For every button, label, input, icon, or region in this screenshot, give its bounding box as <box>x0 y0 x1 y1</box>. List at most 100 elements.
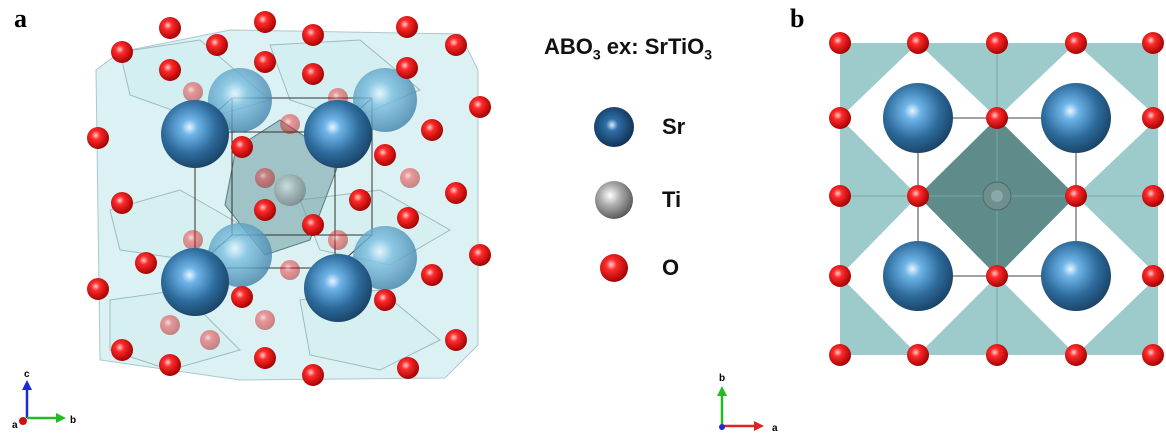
perovskite-3d-structure <box>87 11 491 386</box>
o-atom <box>400 168 420 188</box>
o-atom <box>986 344 1008 366</box>
o-atom <box>1142 185 1164 207</box>
o-atom <box>302 24 324 46</box>
o-atom <box>829 107 851 129</box>
legend-label-ti: Ti <box>662 187 682 212</box>
o-atom <box>469 96 491 118</box>
o-atom <box>829 32 851 54</box>
o-atom <box>302 214 324 236</box>
o-atom <box>421 119 443 141</box>
o-atom <box>421 264 443 286</box>
o-atom <box>397 207 419 229</box>
axis-label-a: a <box>12 420 18 431</box>
o-atom <box>280 260 300 280</box>
o-atom <box>445 182 467 204</box>
axis-label-b: b <box>70 415 76 426</box>
o-atom <box>1065 32 1087 54</box>
sr-atom <box>161 100 229 168</box>
o-atom <box>1142 344 1164 366</box>
o-atom <box>349 189 371 211</box>
axes-indicator-b: b a <box>717 373 778 434</box>
legend-sr-swatch <box>594 107 634 147</box>
o-atoms-grid <box>829 32 1164 366</box>
legend-title-prefix: ABO <box>544 34 593 59</box>
o-atom <box>255 310 275 330</box>
o-atom <box>445 34 467 56</box>
o-atom <box>280 114 300 134</box>
o-atoms-front <box>87 11 491 386</box>
panel-label-a: a <box>14 4 27 33</box>
legend-title-sub2: 3 <box>704 46 713 63</box>
legend-title-sub1: 3 <box>592 46 601 63</box>
o-atom <box>111 339 133 361</box>
ti-atom <box>274 174 306 206</box>
o-atom <box>302 63 324 85</box>
o-atom <box>160 315 180 335</box>
o-atom <box>829 185 851 207</box>
axis-label-c: c <box>24 369 30 380</box>
o-atom <box>907 32 929 54</box>
o-atom <box>396 57 418 79</box>
legend-title-mid: ex: SrTiO <box>600 34 705 59</box>
o-atom <box>183 230 203 250</box>
legend-title: ABO3 ex: SrTiO3 <box>544 34 712 62</box>
o-atom <box>231 136 253 158</box>
o-atom <box>374 144 396 166</box>
o-atom <box>183 82 203 102</box>
o-atom <box>254 199 276 221</box>
o-atom <box>254 347 276 369</box>
o-atom <box>159 17 181 39</box>
sr-atom <box>208 68 272 132</box>
o-atom <box>986 32 1008 54</box>
legend-o-swatch <box>600 254 628 282</box>
legend-label-sr: Sr <box>662 114 686 139</box>
o-atom <box>254 51 276 73</box>
o-atom <box>87 127 109 149</box>
o-atom <box>445 329 467 351</box>
sr-atom <box>1041 241 1111 311</box>
o-atom <box>829 265 851 287</box>
o-atom <box>231 286 253 308</box>
o-atom <box>302 364 324 386</box>
o-atom <box>986 107 1008 129</box>
o-atom <box>986 265 1008 287</box>
o-atom <box>111 41 133 63</box>
o-atom <box>907 344 929 366</box>
o-atom <box>135 252 157 274</box>
o-atom <box>1142 32 1164 54</box>
o-atom <box>907 185 929 207</box>
axis-label-b2: b <box>719 373 725 384</box>
ti-atom-inner <box>991 190 1003 202</box>
sr-atom <box>353 226 417 290</box>
perovskite-top-view <box>829 32 1164 366</box>
o-atom <box>1142 265 1164 287</box>
o-atom <box>206 34 228 56</box>
o-atom <box>254 11 276 33</box>
o-atom <box>374 289 396 311</box>
o-atom <box>159 354 181 376</box>
legend-label-o: O <box>662 255 680 280</box>
sr-atom <box>1041 83 1111 153</box>
o-atom <box>255 168 275 188</box>
o-atom <box>111 192 133 214</box>
sr-atom <box>883 241 953 311</box>
sr-atom <box>353 68 417 132</box>
o-atom <box>396 16 418 38</box>
axis-label-a2: a <box>772 423 778 434</box>
o-atom <box>200 330 220 350</box>
legend-ti-swatch <box>595 181 633 219</box>
sr-atom <box>883 83 953 153</box>
panel-label-b: b <box>790 4 805 33</box>
o-atom <box>1065 185 1087 207</box>
o-atom <box>328 230 348 250</box>
o-atom <box>397 357 419 379</box>
sr-atom <box>161 248 229 316</box>
sr-atom <box>304 254 372 322</box>
axes-indicator-a: c b a <box>12 369 76 431</box>
o-atom <box>87 278 109 300</box>
o-atom <box>1142 107 1164 129</box>
o-atom <box>829 344 851 366</box>
sr-atom <box>304 100 372 168</box>
o-atom <box>1065 344 1087 366</box>
